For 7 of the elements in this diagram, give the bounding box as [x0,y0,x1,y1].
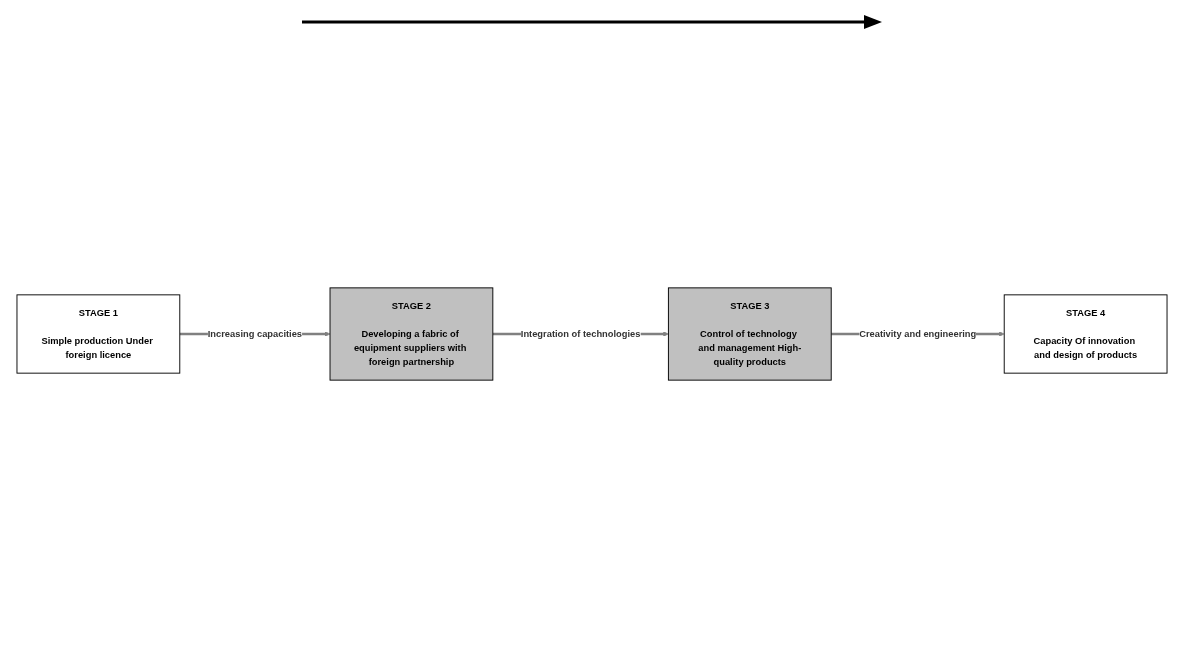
node-box: STAGE 1 Simple production Under foreign licence [16,294,181,374]
node-box: STAGE 4 Capacity Of innovation and design of products [1003,294,1168,374]
edge-label: Creativity and engineering [859,328,977,339]
node-box: STAGE 3 Control of technology and management High-quality products [667,287,832,381]
node-box: STAGE 2 Developing a fabric of equipment suppliers with foreign partnership [329,287,494,381]
edge-label: Integration of technologies [520,328,641,339]
edge-label: Increasing capacities [207,328,303,339]
